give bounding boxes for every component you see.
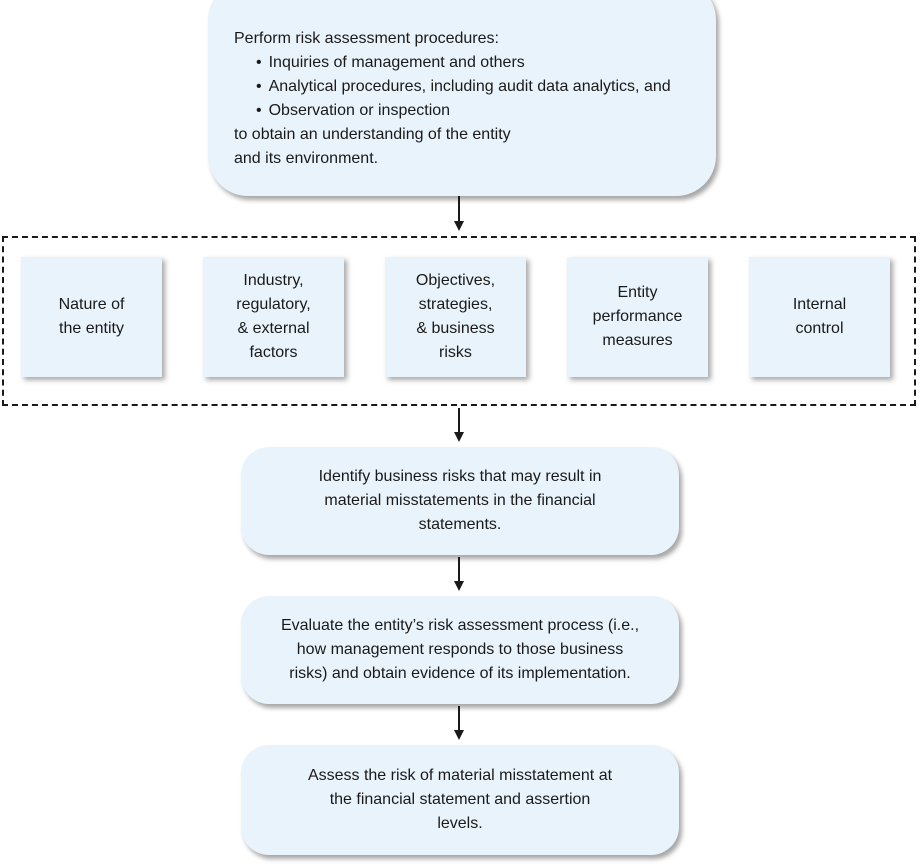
evaluate-risk-process-box: Evaluate the entity’s risk assessment pr… — [241, 596, 679, 704]
procedures-closing-line-1: to obtain an understanding of the entity — [234, 126, 511, 143]
procedures-heading: Perform risk assessment procedures: — [234, 30, 499, 47]
factor-internal-control: Internal control — [749, 257, 890, 377]
factor-industry-regulatory-external: Industry, regulatory, & external factors — [203, 257, 344, 377]
factor-nature-of-entity: Nature of the entity — [21, 257, 162, 377]
entity-understanding-frame — [2, 236, 916, 406]
factor-performance-measures: Entity performance measures — [567, 257, 708, 377]
procedure-item: Analytical procedures, including audit d… — [256, 75, 716, 99]
identify-business-risks-box: Identify business risks that may result … — [241, 447, 679, 555]
factor-objectives-strategies-risks: Objectives, strategies, & business risks — [385, 257, 526, 377]
risk-assessment-procedures-box: Perform risk assessment procedures: Inqu… — [208, 0, 716, 196]
procedure-item: Inquiries of management and others — [256, 51, 716, 75]
procedures-closing-line-2: and its environment. — [234, 150, 379, 167]
procedures-list: Inquiries of management and others Analy… — [234, 51, 716, 123]
assess-misstatement-risk-box: Assess the risk of material misstatement… — [241, 745, 679, 855]
procedure-item: Observation or inspection — [256, 99, 716, 123]
